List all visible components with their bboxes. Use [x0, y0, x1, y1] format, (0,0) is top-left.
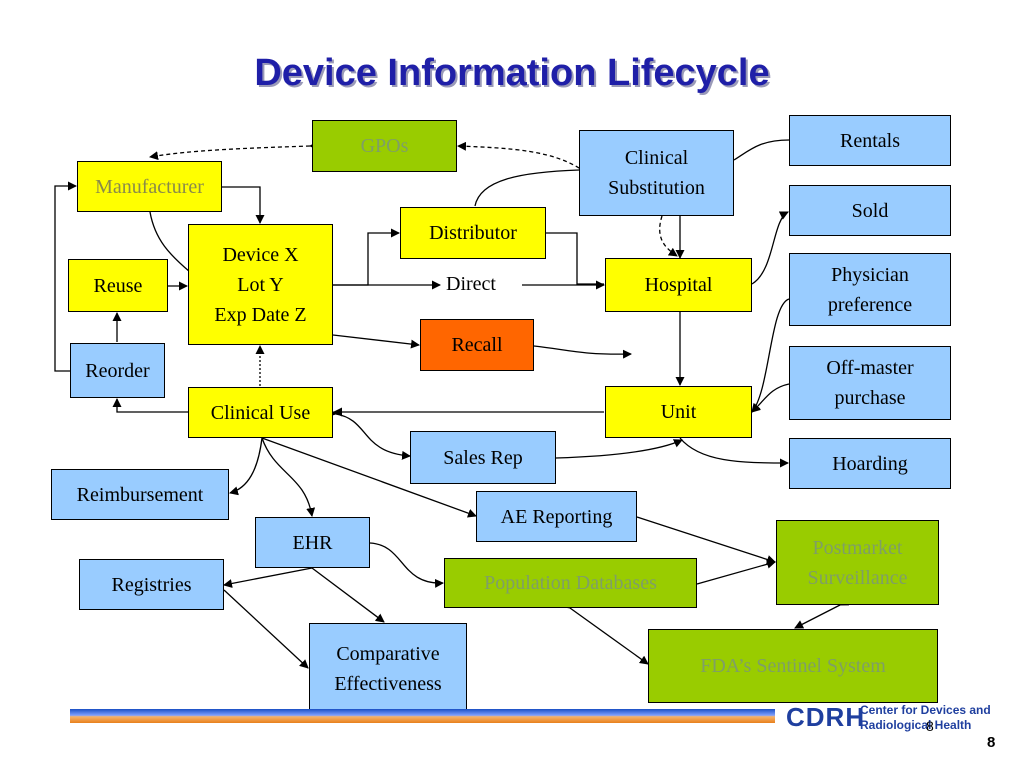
arrow-manufacturer-device [222, 186, 265, 224]
arrow-rentals-clinsub [733, 139, 790, 161]
arrow-unit-hoarding [679, 437, 789, 468]
node-postmarket-surveillance: Postmarket Surveillance [776, 520, 939, 605]
device-line-3: Exp Date Z [214, 303, 307, 326]
device-line-1: Device X [222, 243, 299, 266]
arrow-clinicaluse-ae [261, 437, 477, 518]
arrow-registries-comparative [223, 589, 309, 669]
org-line-1: Center for Devices and [860, 703, 991, 717]
node-rentals: Rentals [789, 115, 951, 166]
device-line-2: Lot Y [237, 273, 284, 296]
org-line-2: Radiological Health [860, 718, 972, 732]
offmaster-line-1: Off-master [826, 357, 914, 379]
arrow-ehr-population [369, 542, 444, 588]
node-hospital: Hospital [605, 258, 752, 312]
arrow-gpos-manufacturer [149, 141, 319, 161]
arrow-clinicaluse-reimb [229, 437, 263, 496]
comparative-line-2: Effectiveness [334, 672, 442, 695]
node-reimbursement: Reimbursement [51, 469, 229, 520]
cdrh-logo: CDRH [786, 702, 866, 732]
postmarket-line-1: Postmarket [812, 536, 903, 559]
arrow-recall-out [533, 345, 632, 359]
arrow-physician-unit [751, 298, 790, 413]
arrow-population-postmarket [696, 559, 776, 585]
node-comparative-effectiveness: Comparative Effectiveness [309, 623, 467, 714]
arrow-clinsub-hospital-dash [659, 215, 678, 257]
arrow-offmaster-unit [751, 383, 790, 413]
arrow-salesrep-unit [547, 439, 683, 463]
node-clinical-substitution: Clinical Substitution [579, 130, 734, 216]
curve-clinsub-distributor [474, 169, 580, 207]
comparative-line-1: Comparative [336, 642, 440, 665]
node-device: Device X Lot Y Exp Date Z [188, 224, 333, 345]
arrow-clinicaluse-ehr [261, 437, 316, 517]
node-sold: Sold [789, 185, 951, 236]
node-registries: Registries [79, 559, 224, 610]
physician-line-2: preference [827, 293, 913, 316]
page-number-small: 8 [926, 718, 934, 734]
arrow-ehr-comparative [311, 567, 385, 623]
clinsub-line-2: Substitution [608, 177, 705, 199]
node-ehr: EHR [255, 517, 370, 568]
node-hoarding: Hoarding [789, 438, 951, 489]
arrow-hospital-sold [751, 211, 789, 285]
arrow-clinsub-gpos [457, 141, 586, 173]
cdrh-org-name: Center for Devices and Radiological Heal… [860, 703, 991, 733]
node-fda-sentinel: FDA’s Sentinel System [648, 629, 938, 703]
postmarket-line-2: Surveillance [807, 566, 908, 589]
footer-gradient-bar [70, 709, 775, 723]
node-distributor: Distributor [400, 207, 546, 259]
arrow-ehr-registries [223, 567, 313, 588]
node-clinical-use: Clinical Use [188, 387, 333, 438]
arrow-device-distributor [333, 228, 400, 286]
clinsub-line-1: Clinical [624, 147, 689, 169]
node-reorder: Reorder [70, 343, 165, 398]
node-off-master-purchase: Off-master purchase [789, 346, 951, 420]
node-reuse: Reuse [68, 259, 168, 312]
physician-line-1: Physician [831, 263, 909, 286]
slide-title: Device Information Lifecycle [254, 52, 770, 94]
arrow-device-recall [332, 334, 420, 349]
page-number: 8 [987, 734, 996, 751]
arrow-ae-postmarket [636, 516, 776, 564]
node-manufacturer: Manufacturer [77, 161, 222, 212]
node-ae-reporting: AE Reporting [476, 491, 637, 542]
arrow-clinicaluse-salesrep [327, 408, 411, 460]
node-unit: Unit [605, 386, 752, 438]
curve-manufacturer-device [149, 211, 191, 273]
node-sales-rep: Sales Rep [410, 431, 556, 484]
label-direct: Direct [446, 273, 496, 295]
node-gpos: GPOs [312, 120, 457, 172]
node-population-databases: Population Databases [444, 558, 697, 608]
arrow-reorder-manufacturer [54, 181, 77, 372]
arrow-distributor-hospital [546, 232, 604, 285]
node-physician-preference: Physician preference [789, 253, 951, 326]
arrow-population-sentinel [560, 599, 649, 665]
node-recall: Recall [420, 319, 534, 371]
arrow-postmarket-sentinel [794, 597, 850, 629]
offmaster-line-2: purchase [834, 387, 906, 409]
arrow-clinicaluse-reorder [112, 398, 188, 413]
